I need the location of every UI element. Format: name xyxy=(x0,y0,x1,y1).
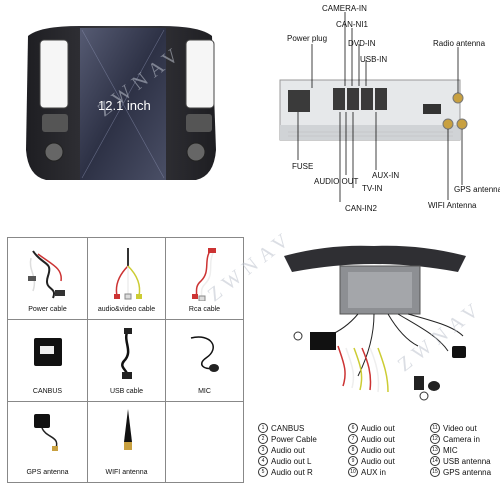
accessory-wifi-antenna: WIFI antenna xyxy=(88,402,166,482)
accessory-label: MIC xyxy=(198,388,211,395)
accessory-empty-cell xyxy=(166,402,243,482)
label-power-plug: Power plug xyxy=(287,34,328,43)
gps-antenna-icon xyxy=(34,414,58,451)
power-cable-icon xyxy=(28,250,65,299)
screen-size-label: 12.1 inch xyxy=(98,98,151,113)
label-audio-out: AUDIO OUT xyxy=(314,177,359,186)
label-usb-in: USB-IN xyxy=(360,55,388,64)
mic-icon xyxy=(190,336,219,372)
accessory-canbus: CANBUS xyxy=(8,320,88,402)
wiring-illustration xyxy=(284,245,466,401)
label-tv-in: TV-IN xyxy=(362,184,383,193)
power-plug-connector xyxy=(288,90,310,112)
accessory-power-cable: Power cable xyxy=(8,238,88,320)
head-unit-illustration xyxy=(26,26,216,180)
accessory-grid: Power cable audio&video cable Rca cable … xyxy=(7,237,244,483)
av-cable-icon xyxy=(114,248,142,300)
label-aux-in: AUX-IN xyxy=(372,171,400,180)
accessory-mic: MIC xyxy=(166,320,243,402)
canbus-box-icon xyxy=(34,338,62,366)
head-unit-photo: 12.1 inch xyxy=(0,0,245,230)
accessory-av-cable: audio&video cable xyxy=(88,238,166,320)
label-wifi-antenna: WIFI Antenna xyxy=(428,201,477,210)
label-camera-in: CAMERA-IN xyxy=(322,4,367,13)
accessory-label: Rca cable xyxy=(188,306,221,313)
accessory-label: WIFI antenna xyxy=(105,469,148,476)
wiring-diagram xyxy=(248,236,500,485)
label-can-in2: CAN-IN2 xyxy=(345,204,378,213)
accessory-label: USB cable xyxy=(109,388,144,395)
accessory-label: audio&video cable xyxy=(97,306,156,313)
accessory-rca-cable: Rca cable xyxy=(166,238,243,320)
label-can-ni1: CAN-NI1 xyxy=(336,20,369,29)
accessory-label: CANBUS xyxy=(32,388,63,395)
wifi-antenna-icon xyxy=(124,409,132,450)
connector-panel: CAMERA-IN CAN-NI1 DVD-IN USB-IN Power pl… xyxy=(248,0,500,230)
label-fuse: FUSE xyxy=(292,162,314,171)
label-gps-antenna: GPS antenna xyxy=(454,185,500,194)
connector-illustration xyxy=(279,12,468,202)
label-dvd-in: DVD-IN xyxy=(348,39,376,48)
accessory-label: GPS antenna xyxy=(26,469,69,476)
accessory-gps-antenna: GPS antenna xyxy=(8,402,88,482)
usb-cable-icon xyxy=(121,328,132,379)
rca-cable-icon xyxy=(192,248,216,301)
accessory-label: Power cable xyxy=(28,306,67,313)
label-radio-antenna: Radio antenna xyxy=(433,39,486,48)
accessory-usb-cable: USB cable xyxy=(88,320,166,402)
